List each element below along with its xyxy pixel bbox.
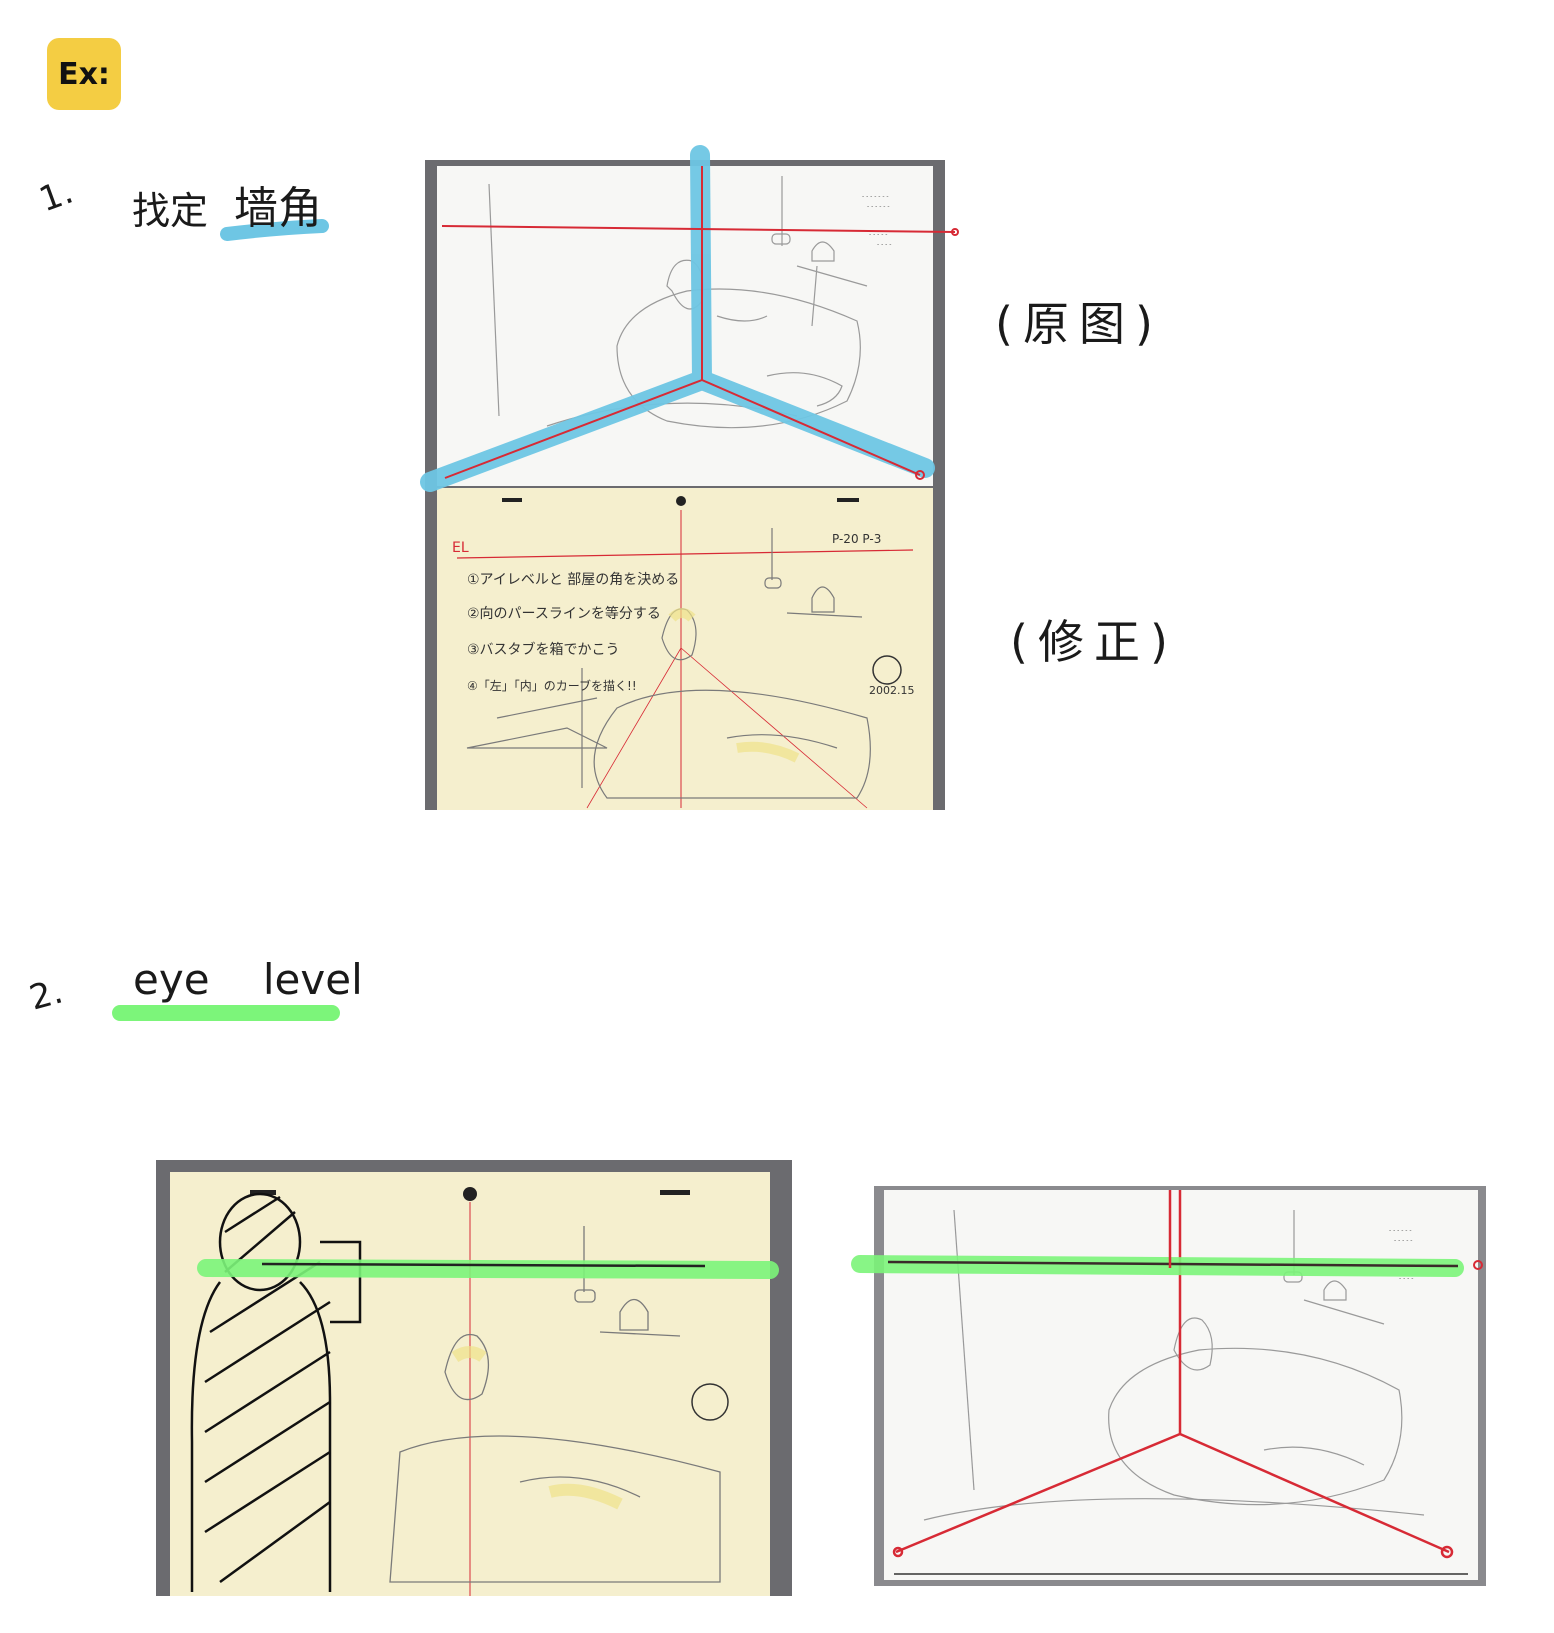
- svg-text:- - - - - -: - - - - - -: [1389, 1227, 1412, 1234]
- note-el: EL: [452, 540, 469, 556]
- svg-text:- - - - - -: - - - - - -: [867, 203, 890, 210]
- note-3: ③バスタブを箱でかこう: [467, 641, 620, 658]
- svg-text:- - - - -: - - - - -: [869, 231, 887, 238]
- section2-highlight-text: eye level: [133, 955, 363, 1004]
- corrected-sketch-drawing: EL ①アイレベルと 部屋の角を決める ②向のパースラインを等分する ③バスタブ…: [452, 496, 915, 809]
- caption-corrected: (修正): [1010, 615, 1178, 669]
- note-1: ①アイレベルと 部屋の角を決める: [467, 572, 679, 588]
- svg-text:- - - -: - - - -: [1399, 1275, 1413, 1282]
- caption-original: (原图): [995, 297, 1163, 351]
- corrected-sketch: EL ①アイレベルと 部屋の角を決める ②向のパースラインを等分する ③バスタブ…: [437, 488, 933, 810]
- section1-highlight-text: 墙角: [234, 183, 322, 234]
- section2-highlight-stroke: [112, 1005, 340, 1021]
- svg-text:- - - -: - - - -: [877, 241, 891, 248]
- ex-badge: Ex:: [47, 38, 121, 110]
- note-page: P-20 P-3: [832, 532, 881, 546]
- eyelevel-left-sketch: [170, 1172, 770, 1596]
- section1-highlight-stroke: [220, 219, 329, 241]
- section1-text: 找定: [132, 189, 209, 233]
- eyelevel-right-drawing: - - - - - - - - - - - - - - -: [892, 1190, 1468, 1575]
- eyelevel-left-drawing: [190, 1187, 729, 1596]
- svg-text:- - - - -: - - - - -: [1394, 1237, 1412, 1244]
- svg-text:- - - - - - -: - - - - - - -: [862, 193, 889, 200]
- standing-figure-sketch: [190, 1192, 362, 1592]
- note-date: 2002.15: [869, 684, 915, 697]
- signature-mark: [872, 655, 902, 685]
- note-4: ④「左」「内」のカーブを描く!!: [467, 678, 637, 693]
- eyelevel-right-sketch: - - - - - - - - - - - - - - -: [884, 1190, 1478, 1580]
- note-2: ②向のパースラインを等分する: [467, 605, 661, 622]
